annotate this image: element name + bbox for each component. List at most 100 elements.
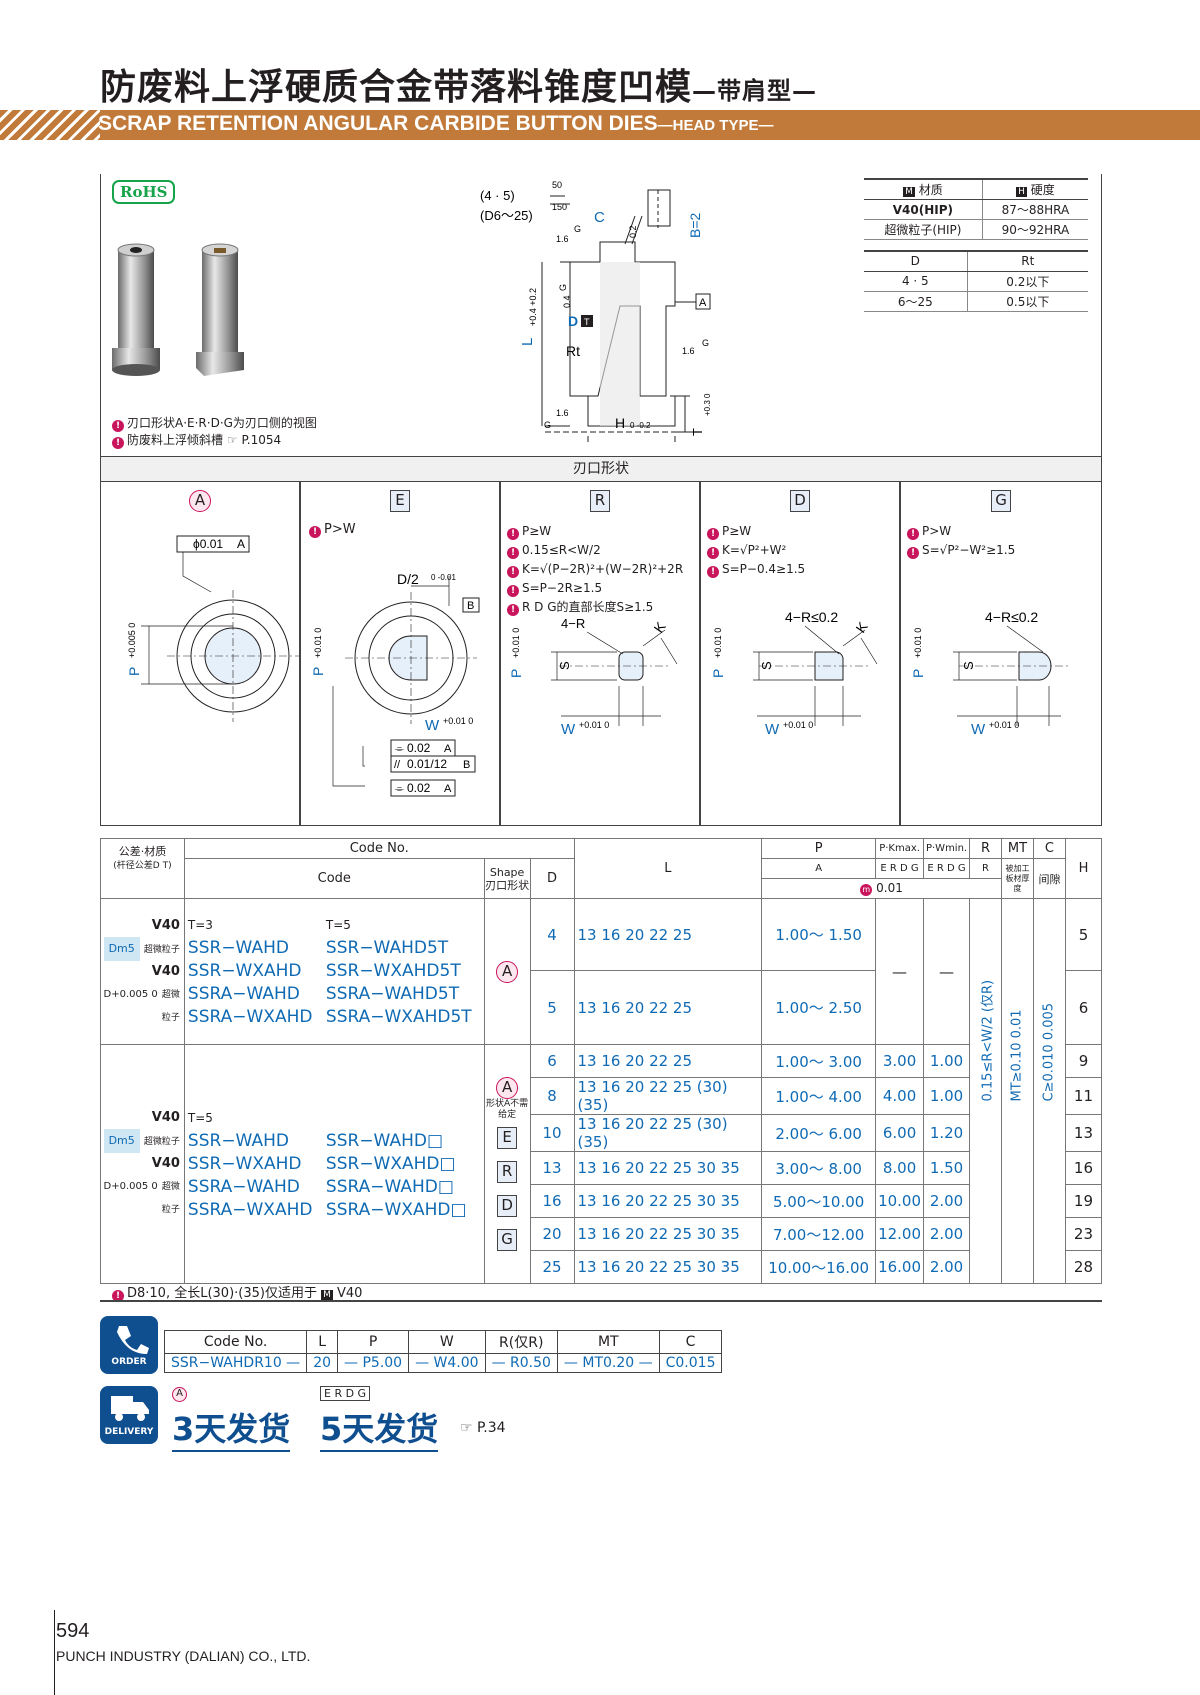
page-number: 594 [56,1620,90,1642]
svg-text:+0.01 0: +0.01 0 [313,628,323,658]
material-cell: V40(HIP) [864,199,983,220]
shape-label: D [497,1195,518,1217]
svg-text:+0.01 0: +0.01 0 [783,720,813,730]
svg-text://: // [394,759,401,771]
svg-text:+0.01 0: +0.01 0 [511,628,521,658]
svg-text:1.6: 1.6 [556,408,569,418]
svg-text:0 -0.2: 0 -0.2 [630,421,651,430]
svg-text:W: W [971,721,986,738]
note-shape-view: !刃口形状A·E·R·D·G为刃口侧的视图 [112,414,317,432]
rohs-badge: RoHS [112,180,176,204]
svg-text:4−R: 4−R [561,616,585,631]
svg-text:⌯: ⌯ [395,783,404,795]
technical-drawing: (4 · 5) (D6～25) 50 150 C 1.6 G B=2 0.2 0… [480,180,712,442]
svg-text:+0.4 +0.2: +0.4 +0.2 [528,288,538,326]
material-table: M 材质 H 硬度 V40(HIP) 87～88HRA 超微粒子(HIP) 90… [864,178,1088,240]
shape-label: A [496,960,519,983]
svg-text:A: A [444,783,452,795]
svg-text:+0.01 0: +0.01 0 [713,628,723,658]
company-name: PUNCH INDUSTRY (DALIAN) CO., LTD. [56,1648,311,1664]
svg-text:W: W [561,721,576,738]
delivery-icon: DELIVERY [100,1386,158,1444]
svg-text:L: L [519,338,536,346]
svg-text:A: A [444,743,452,755]
shape-label: A [189,490,211,512]
hardness-cell: 87～88HRA [982,199,1088,220]
product-table: 公差·材质(杆径公差D T) Code No. L P P·Kmax. P·Wm… [100,838,1103,1284]
svg-text:ϕ0.01: ϕ0.01 [193,537,223,551]
svg-text:0.4: 0.4 [562,295,572,308]
svg-text:G: G [702,338,709,348]
delivery-5-days: 5天发货 [320,1404,439,1452]
svg-text:0.02: 0.02 [407,741,431,755]
svg-text:G: G [558,284,568,291]
table-bottom-rule [100,1300,1102,1302]
shape-panel-g: G !P>W !S=√P²−W²≥1.5 4−R≤0.2 P +0.01 0 S… [900,482,1102,826]
svg-text:50: 50 [552,180,562,190]
svg-text:4−R≤0.2: 4−R≤0.2 [785,609,838,625]
product-panel [100,174,1102,456]
shape-section-title: 刃口形状 [100,456,1102,482]
shape-label: E [390,490,410,512]
shape-panel-e: E !P>W D/2 0 -0.01 B P +0.01 0 W +0.01 0… [300,482,500,826]
english-title: SCRAP RETENTION ANGULAR CARBIDE BUTTON D… [98,112,774,135]
svg-text:K: K [852,618,871,635]
hardness-cell: 90～92HRA [982,219,1088,240]
svg-text:1.6: 1.6 [556,234,569,244]
svg-text:D: D [568,313,578,329]
page-title: 防废料上浮硬质合金带落料锥度凹模—带肩型— [100,67,818,108]
svg-text:+0.01 0: +0.01 0 [989,720,1019,730]
material-header: M 材质 [864,178,983,200]
svg-text:B: B [467,600,474,612]
table-footnote: !D8·10, 全长L(30)·(35)仅适用于 M V40 [112,1282,362,1302]
svg-text:(4 · 5): (4 · 5) [480,188,515,203]
svg-text:1.6: 1.6 [682,346,695,356]
shape-label: E [497,1127,518,1149]
delivery-mark-a: A [172,1386,187,1402]
svg-text:P: P [910,669,926,678]
footer-rule [54,1610,55,1695]
svg-text:P: P [508,669,524,678]
note-slot: !防废料上浮倾斜槽 ☞ P.1054 [112,431,281,449]
shape-label: D [790,490,810,512]
svg-text:P: P [310,667,326,676]
svg-text:Rt: Rt [566,343,580,359]
order-icon: ORDER [100,1316,158,1374]
shape-panel-r: R !P≥W !0.15≤R<W/2 !K=√(P−2R)²+(W−2R)²+2… [500,482,700,826]
svg-text:W: W [425,717,440,734]
svg-text:0.01/12: 0.01/12 [407,757,447,771]
svg-text:+0.01 0: +0.01 0 [443,716,473,726]
svg-text:4−R≤0.2: 4−R≤0.2 [985,609,1038,625]
product-photo [112,243,244,376]
hardness-header: H 硬度 [982,178,1088,200]
title-banner [0,110,1200,140]
material-cell: 超微粒子(HIP) [864,219,983,240]
shape-panel-d: D !P≥W !K=√P²+W² !S=P−0.4≥1.5 4−R≤0.2 P … [700,482,900,826]
shape-label: A [496,1077,519,1099]
shape-label: G [497,1229,518,1251]
svg-text:+0.01 0: +0.01 0 [579,720,609,730]
svg-text:C: C [594,209,605,226]
svg-text:S: S [961,661,976,670]
svg-text:(D6～25): (D6～25) [480,208,533,223]
svg-text:P: P [710,669,726,678]
svg-text:K: K [650,618,669,635]
svg-text:A: A [699,297,707,309]
shape-panel-a: A ϕ0.01 A P +0.005 0 [100,482,300,826]
svg-text:0 -0.01: 0 -0.01 [431,573,456,582]
svg-text:H: H [615,415,625,431]
svg-text:S: S [557,661,572,670]
svg-text:B=2: B=2 [687,212,703,238]
svg-text:⌯: ⌯ [395,743,404,755]
svg-text:0.02: 0.02 [407,781,431,795]
svg-text:W: W [765,721,780,738]
shape-label: G [991,490,1011,512]
svg-text:G: G [574,224,581,234]
shape-label: R [497,1161,518,1183]
svg-text:150: 150 [552,202,567,212]
delivery-3-days: 3天发货 [172,1404,291,1452]
svg-text:+0.005 0: +0.005 0 [127,623,137,658]
svg-text:+0.01 0: +0.01 0 [913,628,923,658]
